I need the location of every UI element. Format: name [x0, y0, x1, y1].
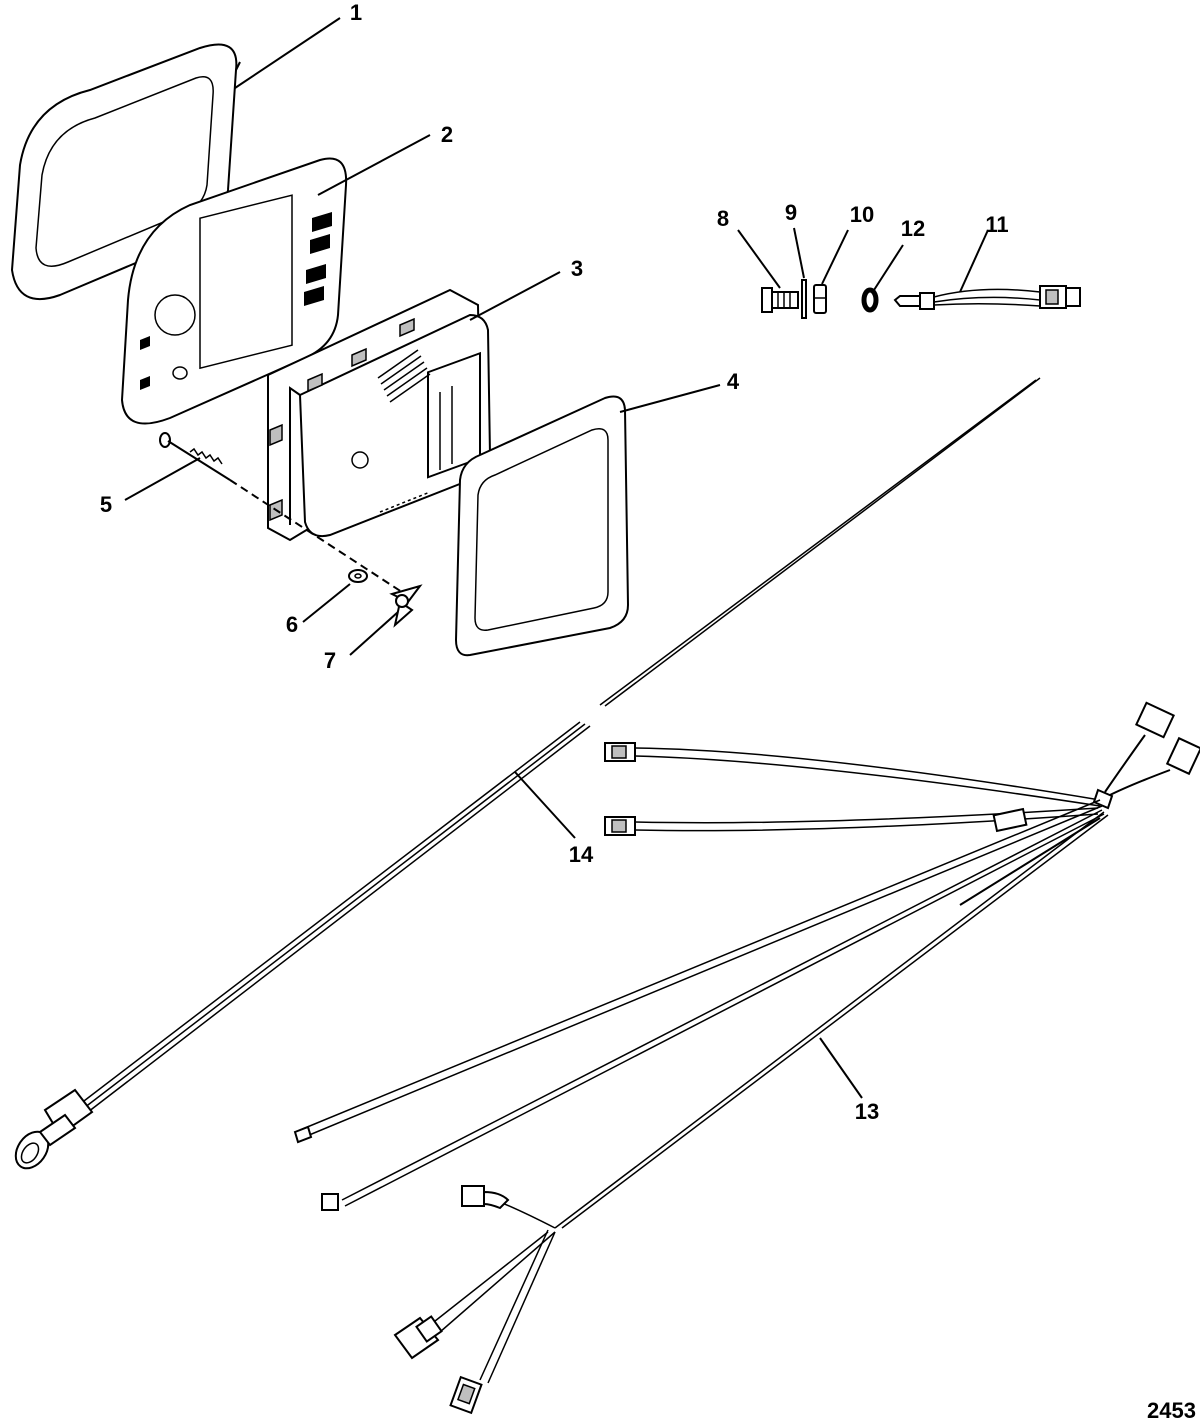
leader-line-3 — [469, 271, 561, 321]
part-14-cable — [14, 377, 1041, 1170]
leader-line-9 — [793, 227, 805, 279]
leader-line-11 — [959, 229, 989, 293]
callout-11: 11 — [985, 212, 1008, 237]
part-13-wiring-harness — [293, 701, 1200, 1415]
leader-line-5 — [124, 457, 201, 501]
callout-9: 9 — [785, 200, 797, 225]
part-6-washer — [348, 569, 368, 583]
leader-line-14 — [514, 771, 576, 839]
figure-number: 2453 — [1147, 1398, 1196, 1423]
leader-line-2 — [317, 134, 431, 196]
leader-line-12 — [873, 244, 904, 291]
part-3-control-module — [267, 288, 492, 542]
callout-6: 6 — [286, 612, 298, 637]
cable-end-connector — [14, 1088, 94, 1170]
part-4-gasket — [454, 395, 630, 657]
part-12-o-ring — [861, 287, 879, 313]
callout-10: 10 — [850, 202, 874, 227]
part-5-screw — [159, 432, 231, 481]
callout-12: 12 — [901, 216, 925, 241]
leader-line-8 — [737, 229, 781, 289]
callout-14: 14 — [569, 842, 594, 867]
dashed-assembly-line — [229, 479, 409, 597]
leader-line-6 — [302, 583, 351, 623]
callout-5: 5 — [100, 492, 112, 517]
part-7-wing-nut — [389, 584, 423, 628]
leader-line-1 — [234, 17, 341, 89]
leader-line-10 — [821, 229, 849, 285]
callout-3: 3 — [571, 256, 583, 281]
leader-line-13 — [819, 1037, 863, 1099]
callout-2: 2 — [441, 122, 453, 147]
leader-line-7 — [349, 611, 399, 656]
part-8-bushing — [761, 287, 799, 313]
leader-line-4 — [619, 384, 721, 413]
part-10-nut — [813, 284, 827, 314]
callout-8: 8 — [717, 206, 729, 231]
cooling-fins — [377, 349, 431, 403]
part-2-housing — [120, 157, 348, 425]
callout-13: 13 — [855, 1099, 879, 1124]
callout-4: 4 — [727, 369, 740, 394]
part-9-washer — [801, 279, 807, 319]
part-11-sensor-harness — [893, 285, 1081, 310]
callout-1: 1 — [350, 0, 362, 25]
callout-7: 7 — [324, 648, 336, 673]
